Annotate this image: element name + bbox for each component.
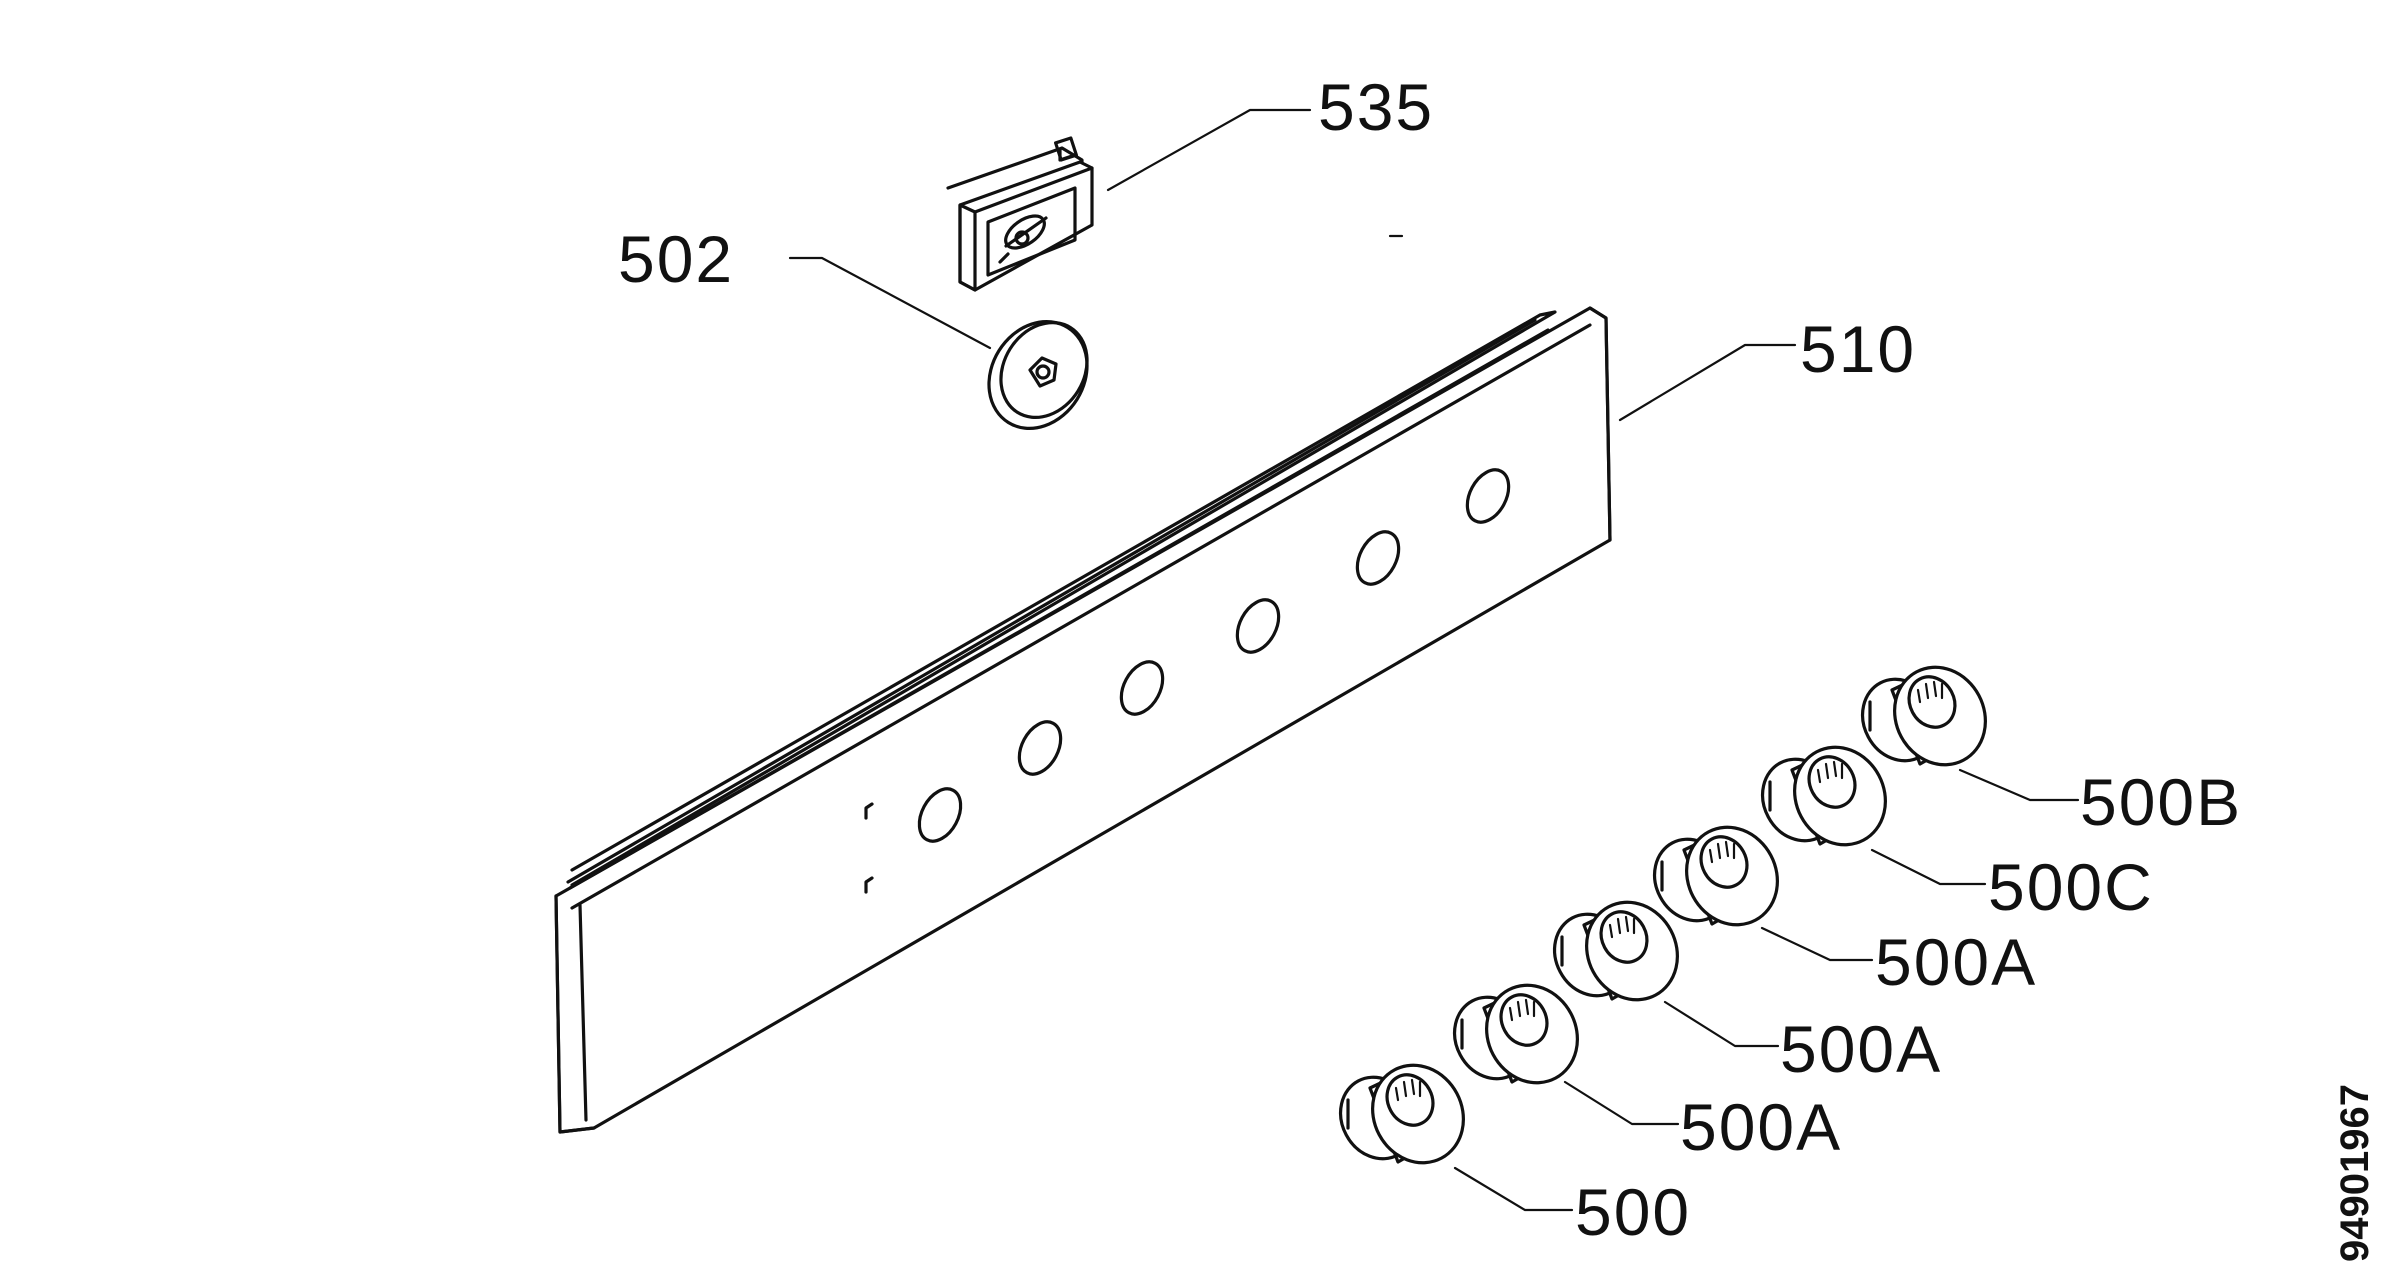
leader-500A-2 (1663, 1000, 1780, 1048)
leader-535 (1106, 108, 1312, 192)
knob-500A-2 (1552, 900, 1679, 1002)
leader-500A-1 (1760, 926, 1874, 962)
knob-500A-3 (1452, 983, 1579, 1085)
label-500A-2: 500A (1780, 1012, 1942, 1086)
knob-500C (1760, 745, 1887, 847)
drawing-number: 94901967 (2333, 1084, 2377, 1262)
label-500A-1: 500A (1875, 925, 2037, 999)
label-500C: 500C (1988, 850, 2154, 924)
leader-500B (1958, 768, 2080, 802)
part-502-disc (987, 320, 1089, 430)
knob-500A-1 (1652, 825, 1779, 927)
leader-500A-3 (1563, 1080, 1680, 1126)
label-500A-3: 500A (1680, 1090, 1842, 1164)
leader-510 (1618, 343, 1797, 422)
leader-502 (788, 256, 992, 350)
label-535: 535 (1318, 70, 1434, 144)
part-510-control-panel (554, 306, 1612, 1134)
knob-500B (1860, 665, 1987, 767)
part-535-bracket (946, 136, 1094, 292)
label-500B: 500B (2080, 765, 2242, 839)
label-510: 510 (1800, 312, 1916, 386)
label-502: 502 (618, 222, 734, 296)
leader-500C (1870, 848, 1987, 886)
label-500: 500 (1575, 1175, 1691, 1249)
knob-500 (1338, 1063, 1465, 1165)
leader-500 (1453, 1166, 1574, 1212)
